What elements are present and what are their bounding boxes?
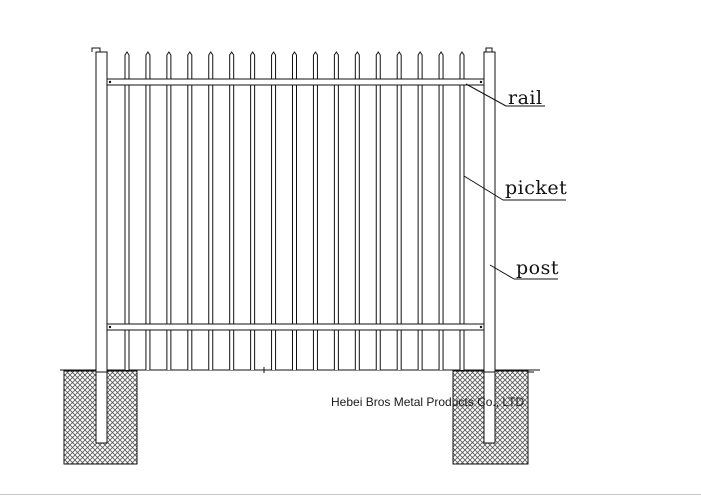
rail-label: rail [508,87,543,109]
callout-rail: rail [465,83,545,109]
picket [375,51,381,370]
rail-bottom [106,323,485,331]
bottom-divider [0,494,701,495]
callout-post: post [489,257,559,280]
picket [459,51,465,370]
picket [292,51,297,370]
picket [354,51,360,370]
picket-label: picket [505,177,567,199]
picket [417,51,423,370]
post-label: post [516,257,559,279]
footing-left [63,370,138,465]
picket [396,51,402,370]
picket [166,51,172,370]
company-watermark: Hebei Bros Metal Products Co., LTD [331,395,525,409]
pickets-group [124,51,465,370]
picket [124,51,130,370]
post-left [91,47,108,373]
picket [250,51,256,370]
picket [271,51,277,370]
callout-picket: picket [463,175,567,201]
picket [229,51,235,370]
picket [312,51,318,370]
rail-top [106,78,485,86]
footing-right [452,370,529,465]
post-right [483,47,496,373]
picket [333,51,339,370]
picket [145,51,151,370]
picket [187,51,193,370]
picket [208,51,214,370]
picket [438,51,444,370]
